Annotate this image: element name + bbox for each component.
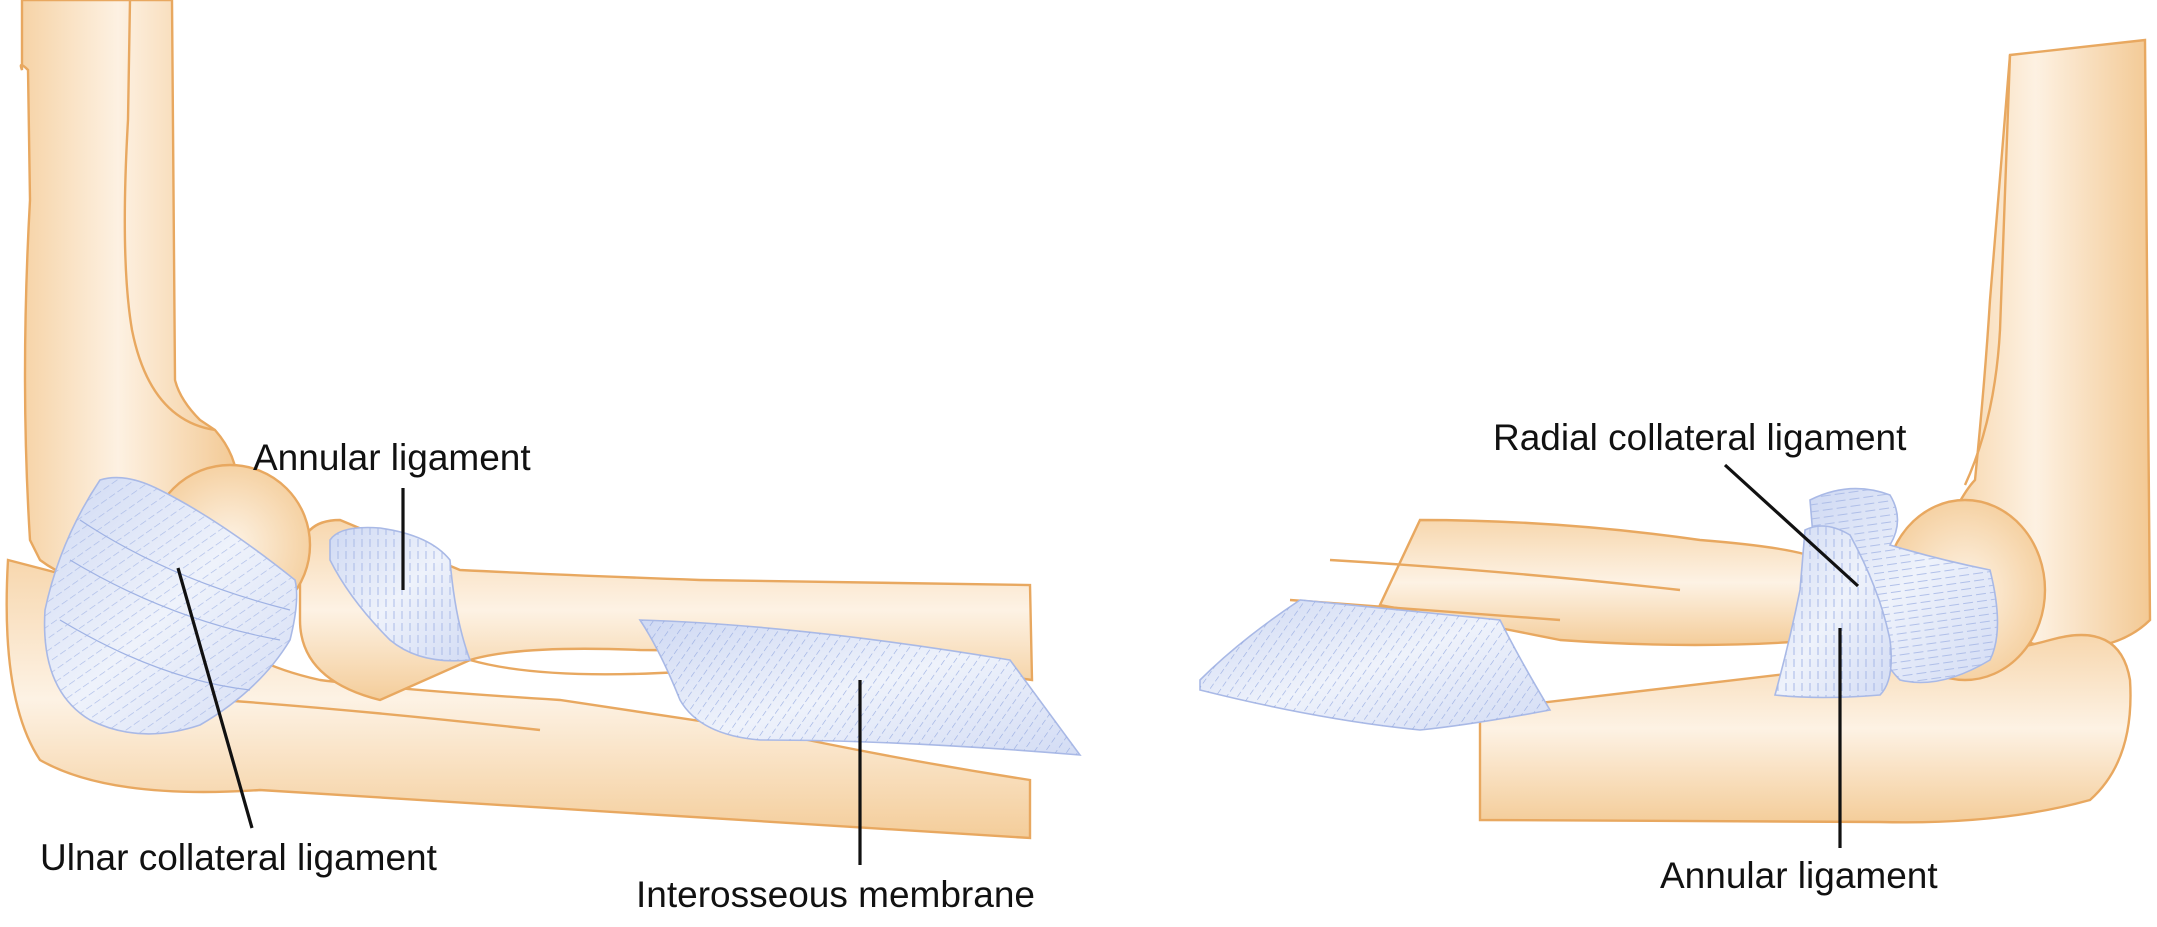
left-ulna [5,558,1032,840]
leader-ulnar-collateral [176,567,254,829]
label-ulnar-collateral-ligament: Ulnar collateral ligament [40,837,438,878]
label-left-annular-ligament: Annular ligament [253,437,531,478]
label-radial-collateral-ligament: Radial collateral ligament [1493,417,1907,458]
labels: Annular ligament Ulnar collateral ligame… [40,417,1938,915]
label-interosseous-membrane: Interosseous membrane [636,874,1035,915]
right-ulna [1478,633,2132,824]
left-elbow-medial-view [5,0,1082,840]
label-right-annular-ligament: Annular ligament [1660,855,1938,896]
leader-lines [176,463,1860,865]
right-elbow-lateral-view [1199,38,2152,824]
leader-radial-collateral [1723,463,1860,588]
